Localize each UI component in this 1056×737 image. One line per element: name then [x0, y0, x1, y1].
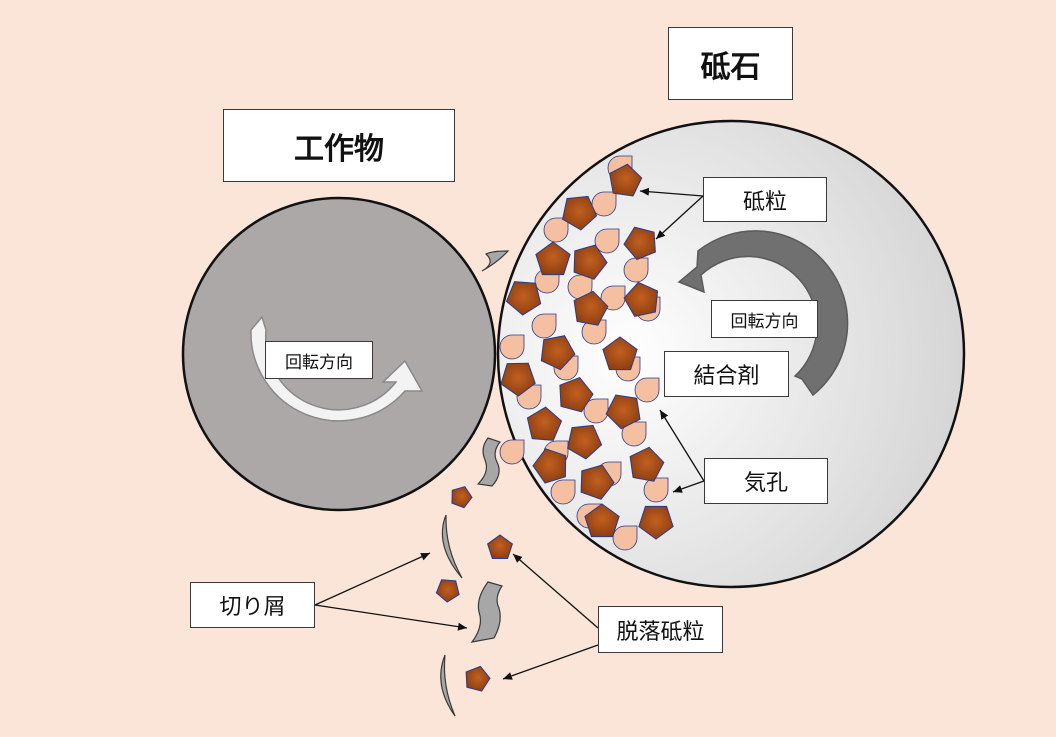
dislodged-leader-1 — [512, 553, 599, 629]
chip-leader-2 — [314, 604, 468, 631]
grinding-wheel-label: 砥石 — [668, 27, 793, 100]
abrasive-grain — [505, 281, 542, 316]
workpiece-rotation-arrow — [250, 315, 424, 422]
abrasive-grain — [526, 406, 563, 441]
abrasive-grain — [500, 362, 536, 397]
dislodged-grain — [451, 486, 473, 509]
abrasive-grain — [609, 163, 643, 197]
pore-label: 気孔 — [704, 458, 828, 504]
pore — [499, 334, 525, 360]
leader-lines — [314, 187, 705, 680]
abrasive-grain — [573, 244, 608, 280]
pore — [531, 313, 557, 339]
pore — [594, 228, 620, 254]
pore — [634, 377, 660, 403]
grain-leader-2 — [655, 195, 704, 240]
abrasive-grain — [562, 195, 598, 231]
grain-label: 砥粒 — [703, 177, 827, 222]
chip — [440, 654, 456, 717]
pore — [499, 439, 525, 465]
chips-label: 切り屑 — [190, 582, 315, 628]
dislodged-grain — [487, 534, 513, 559]
wheel-particles — [499, 155, 674, 551]
dislodged-leader-2 — [502, 644, 599, 680]
abrasive-grain — [540, 335, 576, 371]
dislodged-grain-label: 脱落砥粒 — [598, 606, 723, 653]
abrasive-grain — [532, 448, 567, 484]
abrasive-grain — [623, 226, 656, 261]
abrasive-grain — [580, 464, 615, 500]
chip — [476, 437, 502, 487]
abrasive-grain — [567, 424, 603, 460]
pore — [591, 191, 617, 217]
abrasive-grain — [623, 281, 659, 317]
pore — [612, 525, 638, 551]
grain-leader-1 — [639, 187, 704, 197]
chip — [470, 581, 503, 643]
pore — [623, 257, 649, 283]
pore — [550, 479, 576, 505]
abrasive-grain — [602, 336, 638, 371]
wheel-rotation-label: 回転方向 — [711, 300, 818, 338]
abrasive-grain — [638, 505, 674, 540]
abrasive-grain — [584, 503, 620, 538]
abrasive-grain — [605, 394, 641, 430]
chip — [481, 250, 510, 272]
chip-leader-1 — [314, 552, 431, 606]
abrasive-grain — [535, 241, 571, 276]
workpiece-rotation-label: 回転方向 — [265, 341, 373, 379]
dislodged-grain — [435, 579, 460, 603]
workpiece-label: 工作物 — [223, 109, 455, 182]
pore-leader-1 — [659, 409, 705, 482]
pore-leader-2 — [672, 480, 705, 493]
abrasive-grain — [573, 290, 609, 326]
chip — [441, 514, 463, 579]
bond-label: 結合剤 — [664, 351, 789, 397]
pore — [567, 274, 593, 300]
pore — [643, 477, 669, 503]
debris — [435, 250, 513, 717]
abrasive-grain — [629, 446, 665, 482]
dislodged-grain — [465, 665, 491, 692]
abrasive-grain — [559, 377, 594, 413]
pore — [543, 217, 569, 243]
